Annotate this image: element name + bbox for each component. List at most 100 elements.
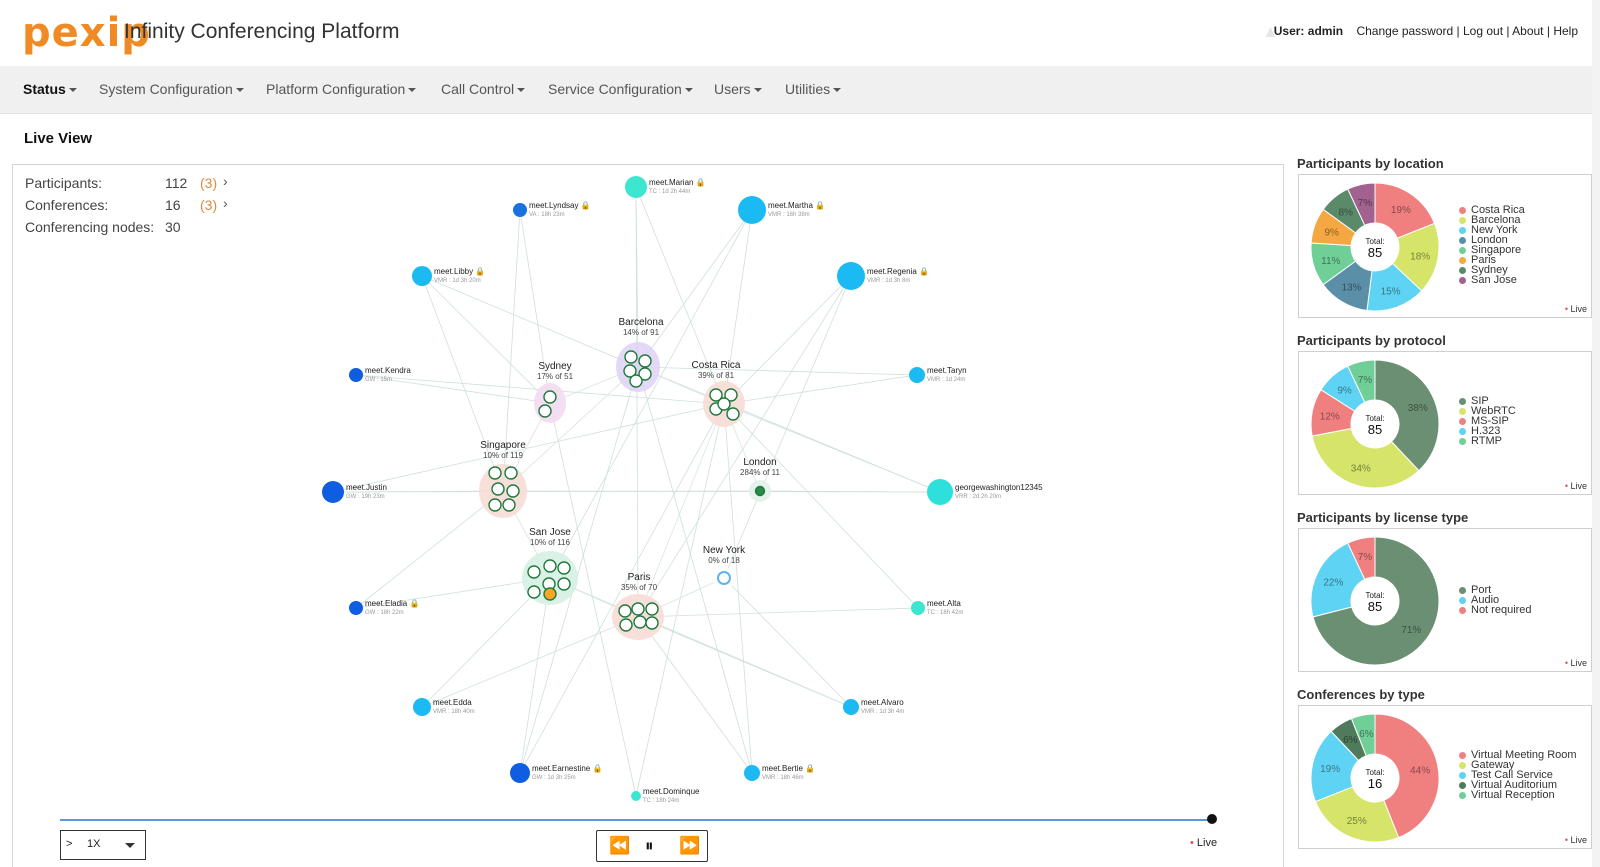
conference-dot[interactable] <box>625 176 647 198</box>
conferencing-node[interactable] <box>543 559 557 573</box>
conference-dot[interactable] <box>413 698 431 716</box>
legend-item[interactable]: London <box>1459 235 1525 246</box>
conferencing-node[interactable] <box>631 602 645 616</box>
chevron-right-icon[interactable]: › <box>223 173 228 189</box>
timeline-track[interactable] <box>60 819 1213 821</box>
conference-node[interactable]: meet.Bertie 🔒VMR : 18h 46m <box>744 764 815 781</box>
conferencing-node[interactable] <box>618 604 632 618</box>
conferencing-node[interactable] <box>638 354 652 368</box>
notification-bell-icon[interactable]: ▲ <box>1262 22 1279 41</box>
nav-platform-configuration[interactable]: Platform Configuration <box>266 81 417 97</box>
legend-item[interactable]: Barcelona <box>1459 215 1525 226</box>
legend-item[interactable]: New York <box>1459 225 1525 236</box>
conferencing-node[interactable] <box>724 388 738 402</box>
conferencing-node[interactable] <box>527 565 541 579</box>
help-link[interactable]: Help <box>1553 24 1578 38</box>
conference-dot[interactable] <box>843 699 859 715</box>
conference-dot[interactable] <box>911 601 925 615</box>
conferencing-node[interactable] <box>709 388 723 402</box>
about-link[interactable]: About <box>1512 24 1544 38</box>
conferencing-node[interactable] <box>538 404 552 418</box>
legend-item[interactable]: Costa Rica <box>1459 205 1525 216</box>
conference-dot[interactable] <box>349 601 363 615</box>
conferencing-node[interactable] <box>629 374 643 388</box>
conferencing-node[interactable] <box>502 498 516 512</box>
pie-slice[interactable] <box>1374 360 1440 472</box>
legend-item[interactable]: Paris <box>1459 255 1525 266</box>
pie-slice[interactable] <box>1347 537 1376 580</box>
conference-dot[interactable] <box>322 481 344 503</box>
conference-node[interactable]: meet.Earnestine 🔒GW : 1d 3h 25m <box>510 763 602 783</box>
pie-slice[interactable] <box>1314 786 1400 842</box>
log-out-link[interactable]: Log out <box>1462 24 1504 38</box>
pie-slice[interactable] <box>1350 714 1376 757</box>
conference-dot[interactable] <box>738 196 766 224</box>
legend-item[interactable]: Virtual Auditorium <box>1459 780 1577 791</box>
legend-item[interactable]: SIP <box>1459 396 1516 407</box>
legend-item[interactable]: H.323 <box>1459 426 1516 437</box>
conferencing-node[interactable] <box>557 577 571 591</box>
conference-dot[interactable] <box>631 791 641 801</box>
nav-call-control[interactable]: Call Control <box>441 81 526 97</box>
conference-dot[interactable] <box>909 367 925 383</box>
legend-item[interactable]: San Jose <box>1459 275 1525 286</box>
conferencing-node[interactable] <box>754 485 766 497</box>
conference-node[interactable]: meet.Lyndsay 🔒VA : 18h 23m <box>513 201 591 218</box>
conferencing-node[interactable] <box>717 571 731 585</box>
conferencing-node[interactable] <box>619 618 633 632</box>
conference-node[interactable]: meet.Eladia 🔒GW : 18h 22m <box>349 599 419 616</box>
conferencing-node[interactable] <box>543 587 557 601</box>
conferencing-node[interactable] <box>645 616 659 630</box>
legend-item[interactable]: RTMP <box>1459 436 1516 447</box>
conferencing-node[interactable] <box>527 585 541 599</box>
pause-icon[interactable]: ⏸ <box>645 836 654 855</box>
nav-users[interactable]: Users <box>714 81 762 97</box>
nav-status[interactable]: Status <box>23 81 77 97</box>
pie-slice[interactable] <box>1311 542 1366 618</box>
conference-node[interactable]: meet.Martha 🔒VMR : 16h 38m <box>738 196 825 224</box>
conference-dot[interactable] <box>837 262 865 290</box>
fast-forward-icon[interactable]: ⏩ <box>679 836 701 855</box>
pie-slice[interactable] <box>1347 360 1376 403</box>
conference-node[interactable]: meet.Libby 🔒VMR : 1d 3h 20m <box>412 266 485 286</box>
conference-dot[interactable] <box>349 368 363 382</box>
legend-item[interactable]: Virtual Meeting Room <box>1459 750 1577 761</box>
conference-node[interactable]: meet.Regenia 🔒VMR : 1d 3h 8m <box>837 262 929 290</box>
nav-system-configuration[interactable]: System Configuration <box>99 81 244 97</box>
conferencing-node[interactable] <box>623 364 637 378</box>
conference-dot[interactable] <box>744 765 760 781</box>
legend-item[interactable]: Test Call Service <box>1459 770 1577 781</box>
chevron-right-icon[interactable]: › <box>223 195 228 211</box>
stat-conferences[interactable]: Conferences: 16 (3) › <box>25 195 245 219</box>
nav-utilities[interactable]: Utilities <box>785 81 842 97</box>
conferencing-node[interactable] <box>488 466 502 480</box>
nav-service-configuration[interactable]: Service Configuration <box>548 81 693 97</box>
conferencing-node[interactable] <box>633 615 647 629</box>
conference-node[interactable]: meet.Marian 🔒TC : 1d 2h 44m <box>625 176 706 198</box>
conference-dot[interactable] <box>513 203 527 217</box>
conferencing-node[interactable] <box>506 484 520 498</box>
pie-slice[interactable] <box>1347 183 1376 226</box>
conferencing-node[interactable] <box>504 466 518 480</box>
stat-participants[interactable]: Participants: 112 (3) › <box>25 173 245 197</box>
timeline-handle[interactable] <box>1207 814 1217 824</box>
legend-item[interactable]: WebRTC <box>1459 406 1516 417</box>
pie-slice[interactable] <box>1311 427 1420 488</box>
legend-item[interactable]: Singapore <box>1459 245 1525 256</box>
legend-item[interactable]: Sydney <box>1459 265 1525 276</box>
page-scrollbar[interactable] <box>1592 0 1600 867</box>
